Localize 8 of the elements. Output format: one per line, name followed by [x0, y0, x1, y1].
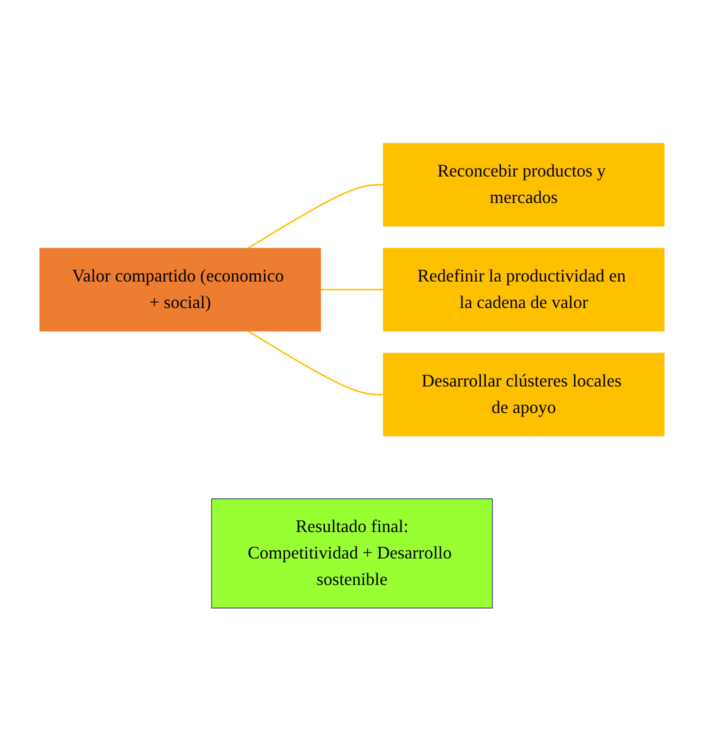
node-box: Desarrollar clústeres locales de apoyo: [383, 352, 665, 436]
node-box: Reconcebir productos y mercados: [383, 143, 665, 226]
node-box: Resultado final: Competitividad + Desarrollo sostenible: [211, 498, 493, 608]
node-box: Redefinir la productividad en la cadena de valor: [383, 248, 665, 332]
connector: [320, 288, 384, 290]
node-box: Valor compartido (economico + social): [39, 248, 321, 332]
connector: [248, 330, 384, 396]
connector: [248, 184, 384, 249]
